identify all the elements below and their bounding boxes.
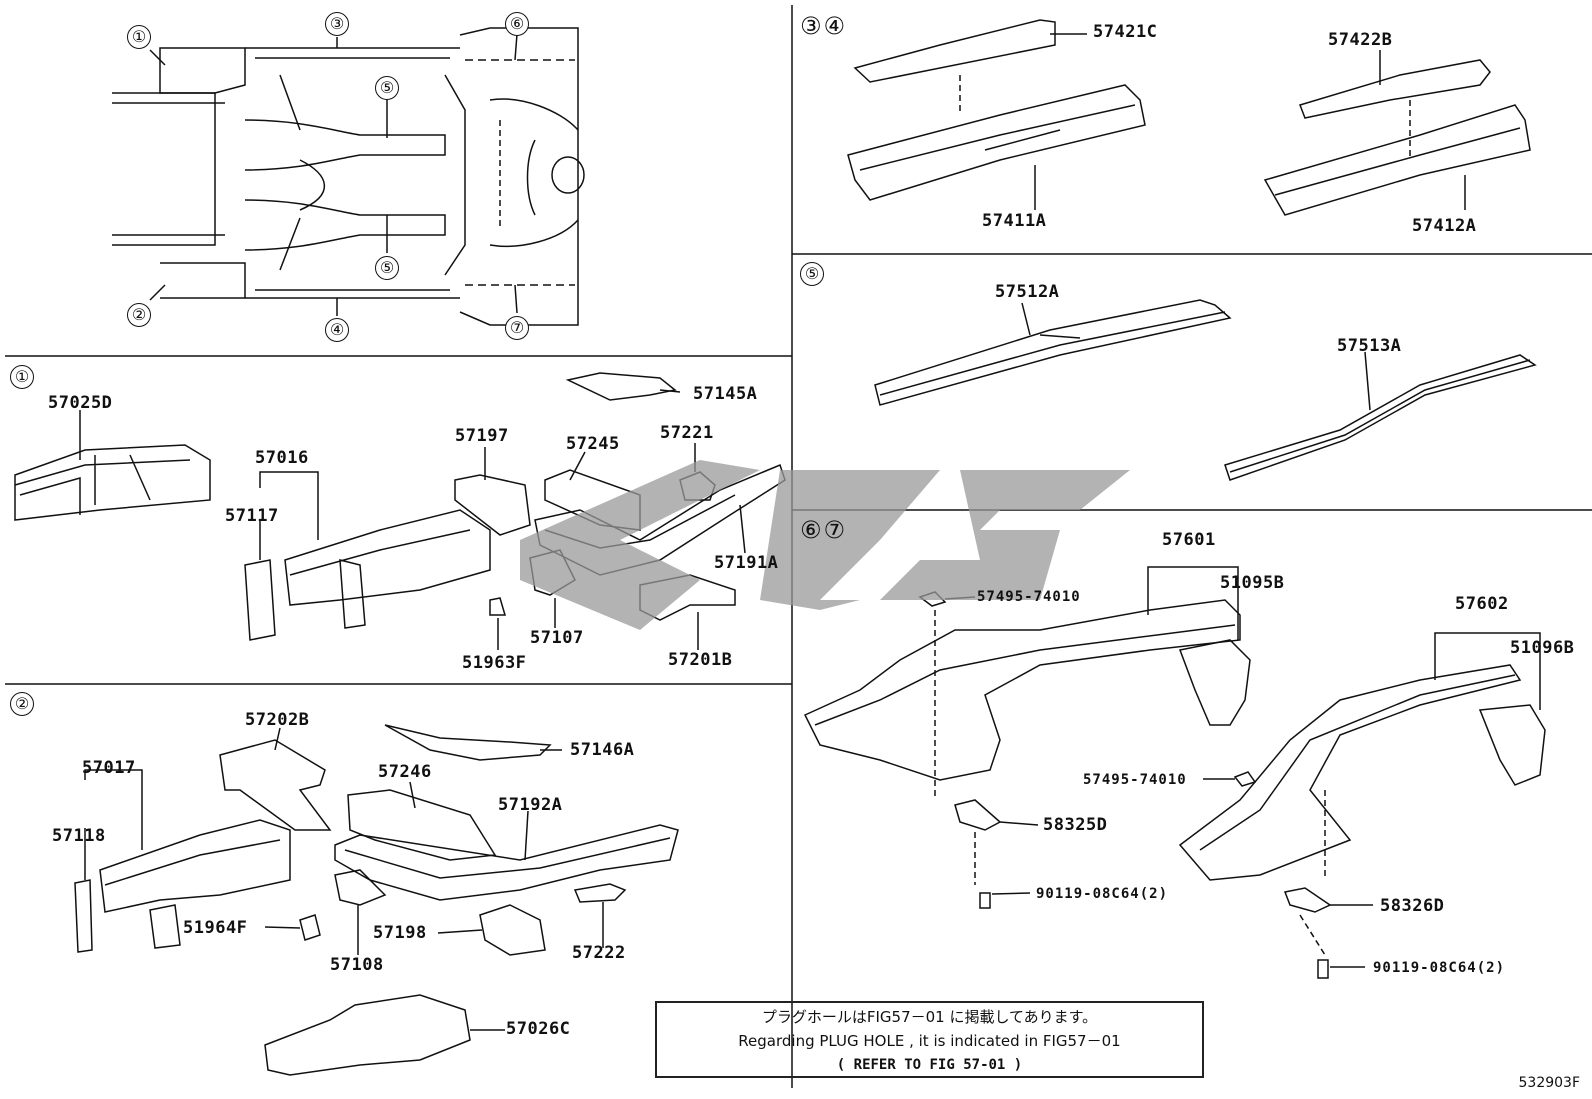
part-90119-08C64-lower[interactable]: 90119-08C64(2) — [1373, 960, 1506, 976]
part-58325D[interactable]: 58325D — [1043, 815, 1108, 835]
part-57107[interactable]: 57107 — [530, 628, 584, 648]
part-57512A[interactable]: 57512A — [995, 282, 1060, 302]
part-57421C[interactable]: 57421C — [1093, 22, 1158, 42]
callout-6: ⑥ — [505, 12, 529, 36]
callout-1: ① — [127, 25, 151, 49]
part-57601[interactable]: 57601 — [1162, 530, 1216, 550]
section-header-2: ② — [10, 692, 34, 716]
section34-parts — [847, 19, 1531, 216]
section5-parts — [874, 299, 1537, 481]
callout-7: ⑦ — [505, 316, 529, 340]
part-51096B[interactable]: 51096B — [1510, 638, 1575, 658]
section-header-67: ⑥⑦ — [800, 516, 848, 544]
part-57222[interactable]: 57222 — [572, 943, 626, 963]
part-57017[interactable]: 57017 — [82, 758, 136, 778]
part-57602[interactable]: 57602 — [1455, 594, 1509, 614]
part-51964F[interactable]: 51964F — [183, 918, 248, 938]
part-57197[interactable]: 57197 — [455, 426, 509, 446]
callout-2: ② — [127, 303, 151, 327]
part-57117[interactable]: 57117 — [225, 506, 279, 526]
part-57202B[interactable]: 57202B — [245, 710, 310, 730]
note-line-japanese: プラグホールはFIG57－01 に掲載してあります。 — [761, 1008, 1098, 1026]
callout-5-bottom: ⑤ — [375, 256, 399, 280]
part-57192A[interactable]: 57192A — [498, 795, 563, 815]
part-57108[interactable]: 57108 — [330, 955, 384, 975]
section-header-5: ⑤ — [800, 262, 824, 286]
part-57412A[interactable]: 57412A — [1412, 216, 1477, 236]
section-header-1: ① — [10, 365, 34, 389]
section-header-34: ③④ — [800, 12, 848, 40]
part-58326D[interactable]: 58326D — [1380, 896, 1445, 916]
part-57495-74010-lower[interactable]: 57495-74010 — [1083, 772, 1187, 788]
part-57026C[interactable]: 57026C — [506, 1019, 571, 1039]
plug-hole-note: プラグホールはFIG57－01 に掲載してあります。 Regarding PLU… — [655, 1001, 1204, 1078]
part-57245[interactable]: 57245 — [566, 434, 620, 454]
part-90119-08C64-upper[interactable]: 90119-08C64(2) — [1036, 886, 1169, 902]
part-57495-74010-upper[interactable]: 57495-74010 — [977, 589, 1081, 605]
figure-id: 532903F — [1518, 1075, 1581, 1091]
part-57146A[interactable]: 57146A — [570, 740, 635, 760]
part-51095B[interactable]: 51095B — [1220, 573, 1285, 593]
part-57145A[interactable]: 57145A — [693, 384, 758, 404]
callout-4: ④ — [325, 318, 349, 342]
part-57025D[interactable]: 57025D — [48, 393, 113, 413]
part-57201B[interactable]: 57201B — [668, 650, 733, 670]
note-line-english: Regarding PLUG HOLE , it is indicated in… — [738, 1032, 1121, 1050]
part-57016[interactable]: 57016 — [255, 448, 309, 468]
section67-parts — [803, 566, 1546, 979]
part-57246[interactable]: 57246 — [378, 762, 432, 782]
part-57198[interactable]: 57198 — [373, 923, 427, 943]
part-57422B[interactable]: 57422B — [1328, 30, 1393, 50]
watermark-logo — [520, 460, 1130, 630]
note-refer-fig[interactable]: ( REFER TO FIG 57-01 ) — [836, 1057, 1023, 1073]
part-57411A[interactable]: 57411A — [982, 211, 1047, 231]
section2-parts — [74, 724, 679, 1076]
part-57118[interactable]: 57118 — [52, 826, 106, 846]
callout-3: ③ — [325, 12, 349, 36]
part-57221[interactable]: 57221 — [660, 423, 714, 443]
part-57191A[interactable]: 57191A — [714, 553, 779, 573]
callout-5-top: ⑤ — [375, 76, 399, 100]
part-57513A[interactable]: 57513A — [1337, 336, 1402, 356]
part-51963F[interactable]: 51963F — [462, 653, 527, 673]
overview-frame — [112, 27, 585, 326]
